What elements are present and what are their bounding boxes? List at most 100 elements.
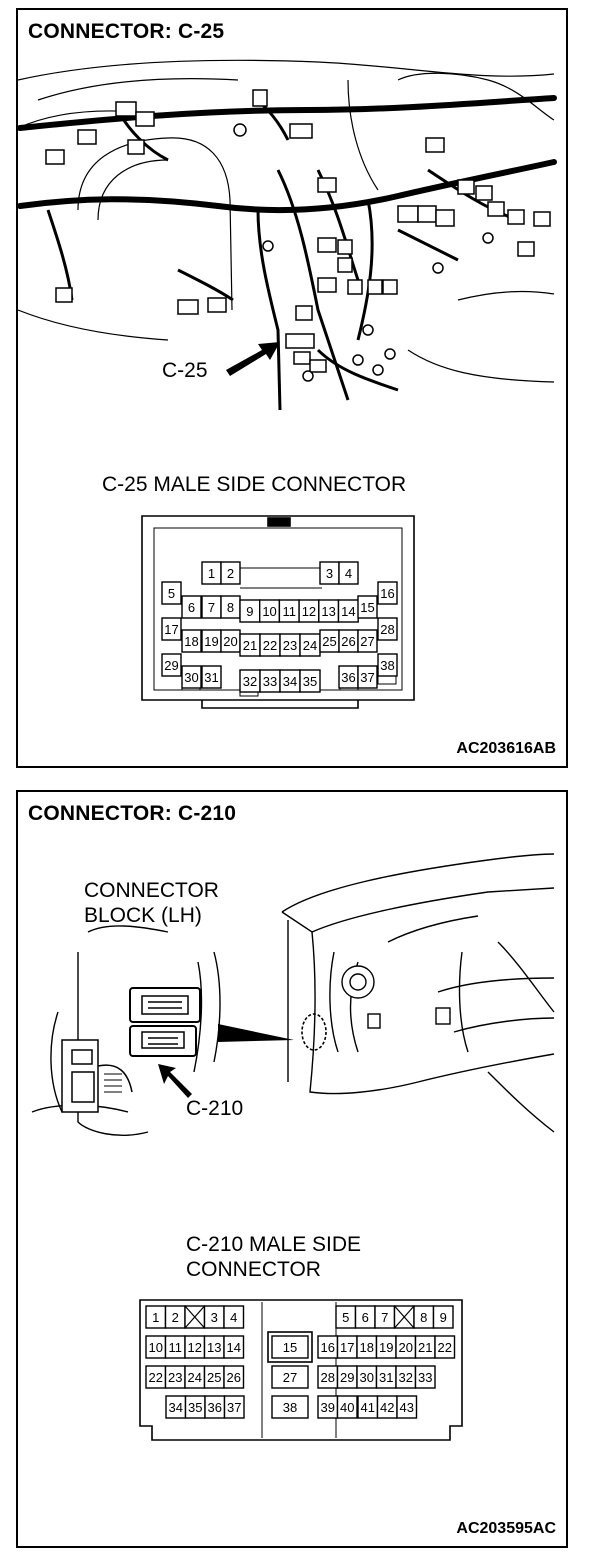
blank-pin-mark [394,1305,415,1329]
pin-number: 16 [380,586,394,601]
pin-cell [377,617,398,641]
pin-number: 28 [380,622,394,637]
pin-cell [336,1395,358,1419]
pin-cell [161,653,182,677]
pin-cell [181,665,202,689]
pin-number: 11 [283,604,297,619]
pin-number: 13 [207,1340,221,1355]
pin-number: 31 [204,670,218,685]
c210-pointer-label: C-210 [186,1097,244,1120]
pin-number: 10 [149,1340,163,1355]
pin-number: 7 [381,1310,388,1325]
pin-number: 6 [362,1310,369,1325]
pin-number: 40 [340,1400,354,1415]
pin-cell [223,1305,245,1329]
pin-number: 22 [149,1370,163,1385]
pin-cell [299,669,321,693]
pin-number: 20 [223,634,237,649]
pin-cell [357,665,378,689]
pin-number: 9 [440,1310,447,1325]
pin-number: 29 [340,1370,354,1385]
pin-number: 36 [341,670,355,685]
pin-cell [432,1305,454,1329]
pin-number: 2 [172,1310,179,1325]
pin-number: 23 [283,638,297,653]
pin-number: 5 [168,586,175,601]
pin-number: 19 [204,634,218,649]
c210-connector-heading: C-210 MALE SIDE CONNECTOR [186,1233,362,1281]
pin-number: 31 [379,1370,393,1385]
pin-number: 17 [164,622,178,637]
pin-number: 34 [169,1400,183,1415]
pin-number: 3 [326,566,333,581]
pin-number: 13 [321,604,335,619]
connector-block-label: CONNECTOR BLOCK (LH) [84,879,219,927]
pin-number: 35 [303,674,317,689]
blank-pin-mark [184,1305,205,1329]
pin-number: 21 [243,638,257,653]
pin-cell [377,653,398,677]
pin-cell [271,1395,309,1419]
pin-cell [271,1365,309,1389]
pin-cell [357,595,378,619]
pin-cell [201,665,222,689]
pin-number: 39 [321,1400,335,1415]
pin-cell [223,1395,245,1419]
center-key-frame [267,1331,313,1363]
pin-cell [377,581,398,605]
panel-title: CONNECTOR: C-210 [28,802,237,825]
c25-harness-illustration [18,59,557,411]
pin-number: 20 [399,1340,413,1355]
pin-number: 14 [341,604,355,619]
pin-number: 11 [169,1340,183,1355]
pin-number: 19 [379,1340,393,1355]
pin-number: 22 [263,638,277,653]
pin-number: 15 [360,600,374,615]
c25-connector-heading: C-25 MALE SIDE CONNECTOR [102,473,407,496]
pin-number: 29 [164,658,178,673]
pin-number: 2 [227,566,234,581]
pin-number: 25 [207,1370,221,1385]
pin-number: 17 [340,1340,354,1355]
pin-number: 8 [420,1310,427,1325]
pin-cell [338,561,359,585]
pin-number: 38 [380,658,394,673]
pin-number: 27 [283,1370,297,1385]
pin-cell [220,561,241,585]
pin-number: 27 [360,634,374,649]
pin-number: 24 [303,638,317,653]
pin-number: 33 [418,1370,432,1385]
pin-number: 14 [227,1340,241,1355]
pin-number: 32 [243,674,257,689]
pin-number: 1 [208,566,215,581]
pin-number: 26 [227,1370,241,1385]
pin-number: 18 [360,1340,374,1355]
pin-cell [223,1335,245,1359]
pin-cell [161,581,182,605]
pin-number: 36 [208,1400,222,1415]
pin-cell [223,1365,245,1389]
pin-number: 12 [302,604,316,619]
pin-number: 34 [283,674,297,689]
pin-number: 43 [400,1400,414,1415]
c210-location-illustration [31,853,555,1136]
pin-number: 3 [211,1310,218,1325]
pin-cell [161,617,182,641]
pin-cell [181,629,202,653]
pin-number: 42 [380,1400,394,1415]
c25-pointer-label: C-25 [162,359,208,382]
connector-c25-panel: CONNECTOR: C-25 [16,8,568,768]
pin-number: 10 [262,604,276,619]
pin-number: 21 [418,1340,432,1355]
pin-number: 26 [341,634,355,649]
figure-code: AC203595AC [456,1520,556,1537]
pin-number: 12 [188,1340,202,1355]
pin-number: 25 [322,634,336,649]
pin-cell [434,1335,456,1359]
pin-number: 37 [227,1400,241,1415]
figure-code: AC203616AB [456,740,556,757]
